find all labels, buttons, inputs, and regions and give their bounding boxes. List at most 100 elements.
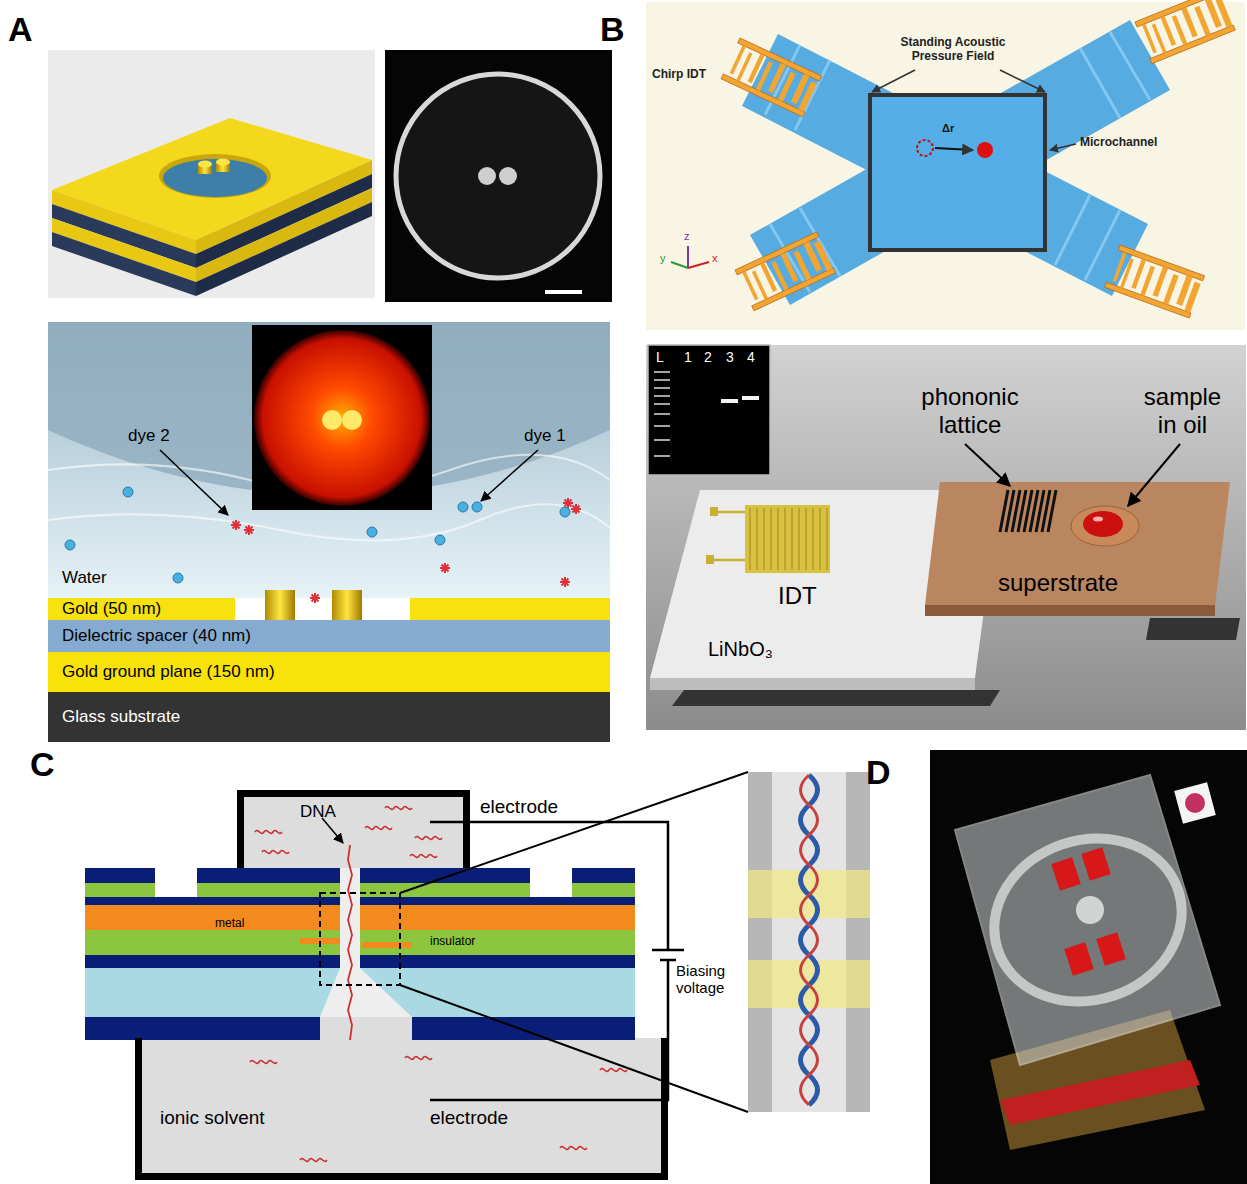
acoustic-schematic-part	[870, 95, 1045, 250]
node-text: LiNbO₃	[708, 638, 773, 660]
saw-device-render-part	[650, 678, 975, 690]
nanopore-schematic-part	[652, 949, 684, 952]
nanopore-schematic-part	[320, 968, 412, 1017]
photo-part	[1081, 847, 1111, 880]
nanopore-schematic-part	[410, 855, 437, 858]
channel-label: Microchannel	[1080, 136, 1157, 150]
saw-device-render-part-part	[654, 379, 670, 381]
linbo3-substrate: LiNbO₃	[700, 632, 850, 666]
node-text: DNA	[300, 803, 336, 822]
micrograph-part	[499, 167, 517, 185]
nanopore-schematic-part	[400, 985, 748, 1112]
cross-section-part	[252, 325, 432, 510]
saw-device-render-part-part	[654, 455, 670, 457]
saw-device-render-part	[925, 605, 1215, 616]
ground-plane-layer: Gold ground plane (150 nm)	[48, 652, 610, 692]
photo-part	[1076, 896, 1104, 924]
nanopore-schematic-part	[320, 1017, 412, 1040]
cross-section-part	[48, 652, 610, 692]
photo-part	[1096, 932, 1126, 965]
saw-device-render-part-part	[812, 508, 813, 570]
acoustic-schematic-part	[977, 142, 993, 158]
node-text: Glass substrate	[62, 708, 180, 727]
nanopore-schematic-part	[748, 772, 870, 1112]
photo-part	[1051, 857, 1081, 890]
nanopore-schematic-part	[250, 1061, 277, 1064]
water-region: Water	[48, 563, 218, 593]
cross-section-part-part	[458, 502, 468, 512]
nanopore-schematic-part	[530, 868, 572, 897]
cross-section-part	[160, 450, 228, 515]
acoustic-schematic-part-part	[1085, 210, 1120, 280]
saw-device-render-part-part	[1048, 490, 1056, 532]
part-label: phononic lattice	[900, 383, 1040, 438]
part-label: sample in oil	[1135, 383, 1230, 438]
saw-device-render-part	[714, 559, 745, 562]
nanopore-schematic-part	[320, 893, 400, 985]
device-render-part	[198, 161, 212, 168]
displacement-label: Δr	[942, 122, 954, 135]
voltage-label: Biasing voltage	[676, 962, 742, 997]
nanopore-schematic-part	[801, 775, 818, 1105]
saw-device-render-part	[721, 399, 738, 403]
cross-section-part-part	[472, 502, 482, 512]
node-text: electrode	[430, 1108, 508, 1129]
dye-label: dye 2	[128, 426, 170, 446]
saw-device-render-part-part	[798, 508, 799, 570]
acoustic-schematic-part-part	[1080, 48, 1120, 118]
saw-device-render-part	[965, 444, 1010, 486]
acoustic-schematic-part	[687, 246, 689, 268]
device-render-part	[163, 159, 267, 197]
cross-section-part	[48, 620, 610, 652]
micrograph-part	[396, 74, 600, 278]
saw-device-render-part	[672, 690, 1000, 706]
saw-device-render-part-part	[654, 387, 670, 389]
cross-section-part	[410, 598, 610, 620]
device-render-part	[52, 232, 196, 296]
device-render-part	[196, 202, 372, 296]
acoustic-schematic-part-part	[1110, 32, 1150, 100]
device-render-part	[48, 50, 375, 298]
nanopore-schematic	[85, 772, 870, 1180]
saw-device-render-part-part	[763, 508, 764, 570]
micrograph-part	[385, 50, 612, 302]
device-render	[48, 50, 375, 298]
acoustic-schematic-part	[1135, 0, 1235, 64]
layer-label: metal	[215, 917, 244, 931]
axis-label: z	[684, 230, 690, 243]
acoustic-schematic-part	[917, 140, 933, 156]
device-render-part	[159, 154, 271, 198]
cross-section-part	[48, 598, 235, 620]
micrograph-part	[545, 290, 582, 294]
acoustic-schematic-part	[935, 148, 973, 150]
photo-part	[1064, 942, 1094, 975]
nanopore-schematic-part	[142, 1038, 661, 1180]
nanopore-schematic-part	[405, 1057, 432, 1060]
lane-label: 2	[704, 349, 712, 365]
dye-label: dye 1	[524, 426, 566, 446]
nanopore-schematic-part	[600, 1069, 627, 1072]
node-text: Water	[62, 569, 107, 588]
saw-device-render-part-part	[654, 413, 670, 415]
node-text: Dielectric spacer (40 nm)	[62, 627, 251, 646]
acoustic-schematic-part	[671, 262, 688, 268]
saw-device-render-part	[1128, 444, 1180, 506]
cross-section-part	[48, 692, 610, 742]
cross-section-part-part	[123, 487, 133, 497]
acoustic-schematic	[646, 0, 1245, 330]
micrograph-part	[478, 167, 496, 185]
cross-section-part	[322, 410, 342, 430]
saw-device-render	[646, 345, 1246, 730]
cross-section-part-part	[435, 535, 445, 545]
saw-device-render-part-part	[777, 508, 778, 570]
saw-device-render-part	[1083, 511, 1123, 537]
nanopore-schematic-part	[748, 772, 772, 1112]
acoustic-schematic-part	[721, 38, 822, 117]
panel-letter: D	[866, 753, 891, 792]
saw-device-render-part-part	[749, 508, 750, 570]
superstrate-plate: superstrate	[990, 566, 1170, 600]
saw-device-render-part	[742, 396, 759, 400]
nanopore-schematic-part	[85, 1017, 635, 1040]
